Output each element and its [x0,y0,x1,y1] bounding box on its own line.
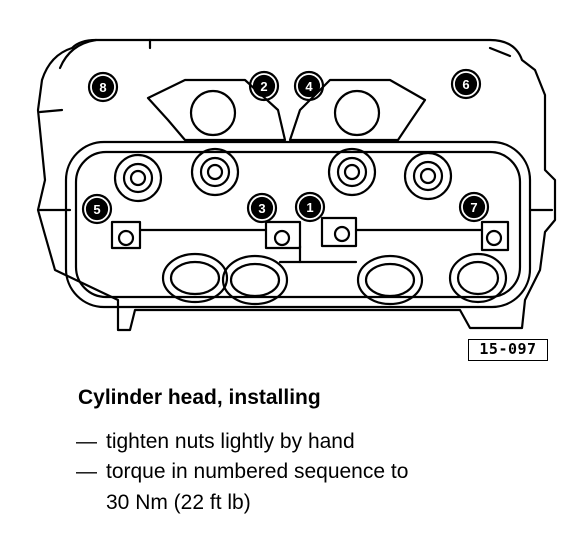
figure-id-label: 15-097 [468,339,548,361]
nut-number-1: 1 [306,200,313,215]
head-nut-7: 7 [458,191,490,223]
head-nut-2: 2 [248,70,280,102]
gasket-surface-inner [74,150,522,299]
caption-title: Cylinder head, installing [78,386,321,409]
step-bullet-1: — [76,430,97,453]
nut-number-7: 7 [470,200,477,215]
head-nut-8: 8 [87,71,119,103]
intake-port-right [288,78,427,142]
intake-port-left [146,78,287,142]
cylinder-head-diagram: 1 2 3 4 5 6 7 8 [36,38,557,332]
caption-step-2: — torque in numbered sequence to [76,460,408,484]
step-bullet-2: — [76,460,97,483]
nut-number-3: 3 [258,201,265,216]
head-nut-5: 5 [81,193,113,225]
head-nut-1: 1 [294,191,326,223]
head-nut-3: 3 [246,192,278,224]
step-text-2: torque in numbered sequence to [106,460,409,483]
nut-number-5: 5 [93,202,100,217]
gasket-surface-outer [64,140,532,309]
step-text-1: tighten nuts lightly by hand [106,430,355,453]
nut-number-8: 8 [99,80,106,95]
caption-step-2-continuation: 30 Nm (22 ft lb) [106,491,251,514]
nut-number-2: 2 [260,79,267,94]
head-nut-6: 6 [450,68,482,100]
head-nut-4: 4 [293,70,325,102]
nut-number-4: 4 [305,79,313,94]
exhaust-ports [161,252,508,306]
nut-number-6: 6 [462,77,469,92]
valve-spring-seats [113,147,453,203]
caption-step-1: — tighten nuts lightly by hand [76,430,355,454]
